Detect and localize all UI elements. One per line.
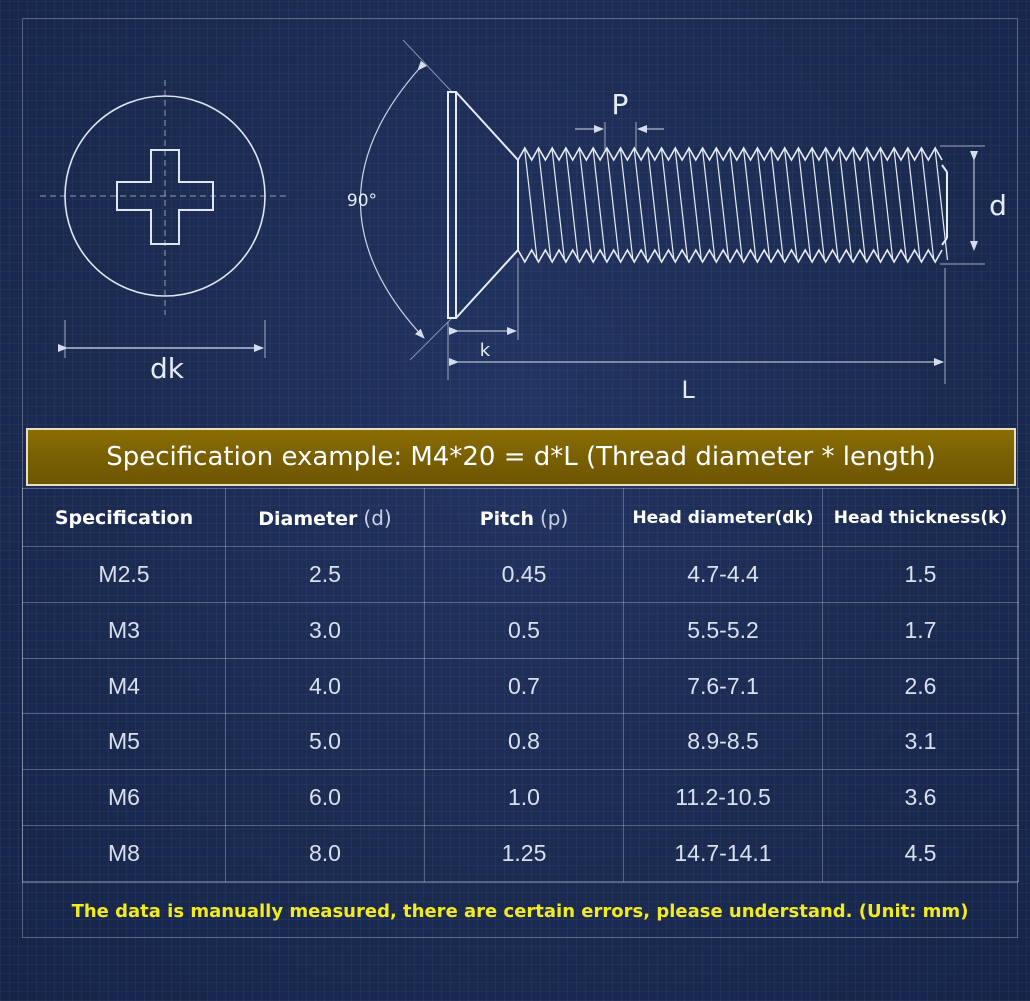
cell-head-thickness: 1.5 bbox=[822, 546, 1019, 603]
thread-flank bbox=[565, 149, 579, 261]
thread-flank bbox=[852, 149, 866, 261]
cell-head-thickness: 4.5 bbox=[822, 825, 1019, 882]
thread-flank bbox=[756, 149, 771, 261]
thread-flank bbox=[537, 149, 552, 261]
label-k: k bbox=[480, 340, 491, 361]
thread-flank bbox=[661, 149, 675, 261]
thread-diameter-dimension bbox=[940, 145, 985, 265]
label-L: L bbox=[681, 376, 695, 404]
countersink-angle bbox=[359, 39, 453, 361]
cell-head-thickness: 2.6 bbox=[822, 657, 1019, 715]
cell-pitch: 0.8 bbox=[424, 713, 624, 771]
cell-spec: M5 bbox=[22, 713, 226, 771]
label-angle: 90° bbox=[347, 191, 377, 211]
screw-side-view bbox=[447, 91, 949, 319]
phillips-cross-icon bbox=[116, 149, 214, 245]
cell-diameter: 5.0 bbox=[225, 713, 425, 771]
thread-top-edge bbox=[517, 146, 943, 162]
header-specification: Specification bbox=[22, 488, 226, 547]
table-row: M4 4.0 0.7 7.6-7.1 2.6 bbox=[22, 657, 1019, 715]
thread-flank bbox=[633, 149, 648, 261]
measurement-note: The data is manually measured, there are… bbox=[22, 882, 1018, 939]
banner-text: Specification example: M4*20 = d*L (Thre… bbox=[106, 442, 936, 472]
cell-head-thickness: 3.6 bbox=[822, 769, 1019, 827]
thread-flank bbox=[838, 149, 853, 261]
header-diameter: Diameter(d) bbox=[225, 488, 425, 547]
thread-flank bbox=[866, 149, 880, 261]
cell-pitch: 0.7 bbox=[424, 657, 624, 715]
note-text: The data is manually measured, there are… bbox=[71, 900, 969, 922]
cell-spec: M2.5 bbox=[22, 546, 226, 603]
head-circle bbox=[64, 95, 266, 297]
thread-flank bbox=[578, 149, 593, 261]
length-dimension bbox=[449, 268, 946, 384]
label-dk: dk bbox=[150, 352, 185, 385]
table-header-row: Specification Diameter(d) Pitch(p) Head … bbox=[22, 488, 1019, 547]
label-d: d bbox=[989, 189, 1007, 222]
cell-head-diameter: 11.2-10.5 bbox=[623, 769, 823, 827]
table-row: M2.5 2.5 0.45 4.7-4.4 1.5 bbox=[22, 546, 1019, 603]
screw-technical-drawing: dk 90° P d k bbox=[40, 39, 1007, 404]
thread-flank bbox=[825, 149, 839, 261]
thread-bottom-edge bbox=[517, 248, 943, 264]
header-head-thickness: Head thickness(k) bbox=[822, 488, 1019, 547]
screw-head-face bbox=[447, 91, 457, 319]
cell-diameter: 8.0 bbox=[225, 825, 425, 882]
thread-flank bbox=[688, 149, 702, 261]
cell-diameter: 4.0 bbox=[225, 657, 425, 715]
spec-table: Specification Diameter(d) Pitch(p) Head … bbox=[22, 488, 1019, 882]
thread-flank bbox=[702, 149, 716, 261]
thread-flank bbox=[784, 149, 798, 261]
cell-spec: M4 bbox=[22, 657, 226, 715]
cell-head-thickness: 3.1 bbox=[822, 713, 1019, 771]
thread-flank bbox=[647, 149, 661, 261]
head-thickness-dimension bbox=[447, 258, 519, 380]
label-pitch: P bbox=[612, 88, 629, 121]
pitch-dimension bbox=[575, 122, 664, 150]
thread-flanks bbox=[524, 149, 949, 261]
thread-flank bbox=[934, 149, 949, 261]
thread-flank bbox=[729, 149, 743, 261]
cell-pitch: 1.25 bbox=[424, 825, 624, 882]
thread-flank bbox=[797, 149, 812, 261]
table-row: M6 6.0 1.0 11.2-10.5 3.6 bbox=[22, 769, 1019, 827]
cell-head-diameter: 8.9-8.5 bbox=[623, 713, 823, 771]
specification-banner: Specification example: M4*20 = d*L (Thre… bbox=[26, 428, 1016, 486]
thread-flank bbox=[606, 149, 620, 261]
cell-spec: M8 bbox=[22, 825, 226, 882]
cell-spec: M6 bbox=[22, 769, 226, 827]
cell-pitch: 0.5 bbox=[424, 601, 624, 659]
table-row: M8 8.0 1.25 14.7-14.1 4.5 bbox=[22, 825, 1019, 882]
thread-flank bbox=[620, 149, 634, 261]
cell-pitch: 0.45 bbox=[424, 546, 624, 603]
cell-spec: M3 bbox=[22, 601, 226, 659]
cell-pitch: 1.0 bbox=[424, 769, 624, 827]
thread-flank bbox=[907, 149, 921, 261]
table-row: M3 3.0 0.5 5.5-5.2 1.7 bbox=[22, 601, 1019, 659]
outer-frame bbox=[22, 18, 1018, 938]
thread-flank bbox=[743, 149, 757, 261]
cell-head-diameter: 14.7-14.1 bbox=[623, 825, 823, 882]
thread-flank bbox=[715, 149, 730, 261]
cell-head-diameter: 4.7-4.4 bbox=[623, 546, 823, 603]
head-top-view bbox=[40, 80, 290, 358]
cell-diameter: 6.0 bbox=[225, 769, 425, 827]
thread-flank bbox=[770, 149, 784, 261]
cell-head-diameter: 7.6-7.1 bbox=[623, 657, 823, 715]
thread-flank bbox=[879, 149, 894, 261]
thread-flank bbox=[811, 149, 825, 261]
header-head-diameter: Head diameter(dk) bbox=[623, 488, 823, 547]
cell-diameter: 2.5 bbox=[225, 546, 425, 603]
thread-flank bbox=[592, 149, 607, 261]
thread-flank bbox=[674, 149, 689, 261]
cell-head-diameter: 5.5-5.2 bbox=[623, 601, 823, 659]
thread-flank bbox=[920, 149, 935, 261]
thread-flank bbox=[893, 149, 907, 261]
thread-flank bbox=[551, 149, 566, 261]
header-pitch: Pitch(p) bbox=[424, 488, 624, 547]
table-row: M5 5.0 0.8 8.9-8.5 3.1 bbox=[22, 713, 1019, 771]
cell-head-thickness: 1.7 bbox=[822, 601, 1019, 659]
cell-diameter: 3.0 bbox=[225, 601, 425, 659]
thread-flank bbox=[524, 149, 538, 261]
